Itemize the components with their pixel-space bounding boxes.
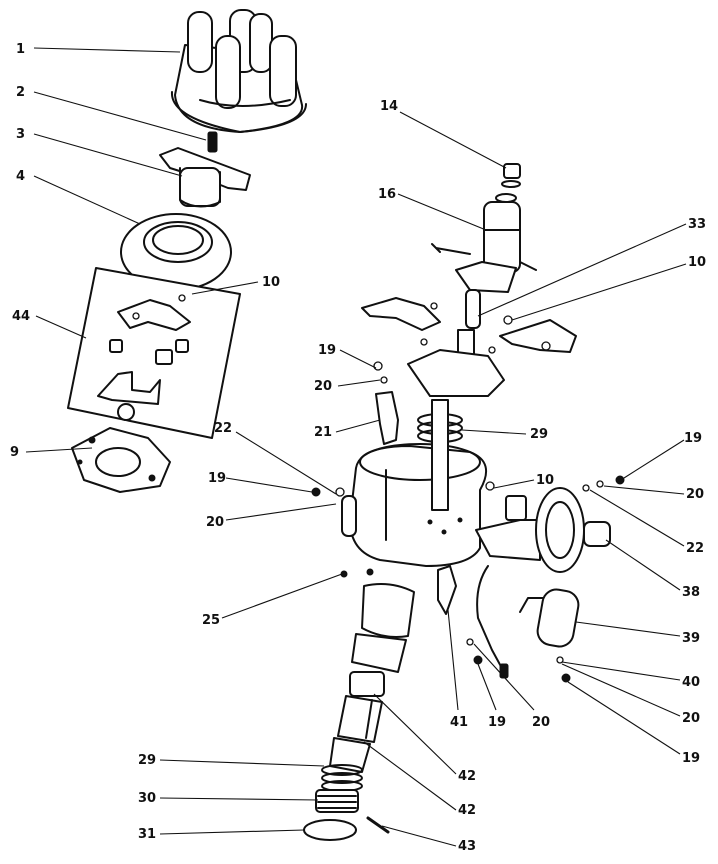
callout-19b: 19 [208,471,226,486]
leader-20e [473,643,535,711]
callout-21: 21 [314,425,332,440]
part-nut [501,163,521,188]
callout-41: 41 [450,715,468,730]
callout-10c: 10 [536,473,554,488]
part-pin [366,816,390,834]
leader-19d [567,681,681,755]
leader-31 [159,829,305,835]
leader-29b [159,759,325,767]
part-distributor-cap [170,9,307,133]
callout-33: 33 [688,217,706,232]
callout-20a: 20 [314,379,332,394]
leader-30 [159,797,319,801]
leader-19b [225,477,313,493]
part-carbon-brush [207,131,218,153]
leader-22a [235,431,337,495]
callout-43: 43 [458,839,476,854]
callout-1: 1 [16,42,25,57]
part-condenser [476,565,580,683]
leader-44 [35,315,87,339]
leader-43 [381,825,457,847]
callout-19c: 19 [684,431,702,446]
leader-25 [221,573,343,619]
callout-3: 3 [16,127,25,142]
callout-38: 38 [682,585,700,600]
part-weight-base [407,338,505,397]
callout-14: 14 [380,99,398,114]
leader-16 [397,193,487,231]
callout-20b: 20 [206,515,224,530]
leader-10b [511,263,687,321]
callout-29a: 29 [530,427,548,442]
leader-29a [461,429,527,435]
part-breaker-plate [71,427,171,493]
part-contact-set-panel [67,267,241,439]
part-distributor-body [311,399,495,567]
part-lower-shaft [329,568,415,773]
leader-14 [399,111,507,169]
callout-31: 31 [138,827,156,842]
callout-10b: 10 [688,255,706,270]
leader-19c [623,439,685,479]
part-clip [373,361,399,445]
callout-19a: 19 [318,343,336,358]
leader-42b [363,741,457,811]
leader-42a [373,693,457,775]
leader-3 [33,133,183,177]
leader-39 [575,621,681,637]
callout-20d: 20 [682,711,700,726]
part-vacuum-unit [475,475,625,573]
callout-10a: 10 [262,275,280,290]
leader-2 [33,91,207,141]
callout-19e: 19 [488,715,506,730]
callout-29b: 29 [138,753,156,768]
leader-20c [603,485,685,495]
callout-30: 30 [138,791,156,806]
leader-10a [191,281,259,295]
leader-19a [339,349,377,369]
part-drive-gear [315,789,359,813]
leader-19e [477,663,497,711]
leader-lines [25,47,687,847]
leader-40 [561,661,681,681]
leader-20b [225,503,337,521]
leader-33 [477,223,687,317]
part-cam-assembly [431,193,537,293]
leader-38 [605,539,681,591]
callout-40: 40 [682,675,700,690]
callout-25: 25 [202,613,220,628]
callout-20c: 20 [686,487,704,502]
leader-20d [561,663,681,717]
callout-22a: 22 [214,421,232,436]
callout-42a: 42 [458,769,476,784]
leader-9 [25,447,93,453]
callout-42b: 42 [458,803,476,818]
callout-39: 39 [682,631,700,646]
callout-20e: 20 [532,715,550,730]
leader-1 [33,47,181,53]
leader-20a [337,379,381,387]
leader-22b [589,489,685,547]
leader-21 [335,419,381,433]
part-terminal [437,565,483,665]
callout-44: 44 [12,309,30,324]
part-washer [303,819,357,841]
leader-41 [447,609,459,711]
callout-9: 9 [10,445,19,460]
callout-16: 16 [378,187,396,202]
part-advance-weights [361,297,577,353]
leader-10c [493,479,535,489]
part-dust-cover [120,213,232,291]
callout-4: 4 [16,169,25,184]
part-rotor [159,147,251,208]
callout-22b: 22 [686,541,704,556]
callout-19d: 19 [682,751,700,766]
callout-labels: 1 2 3 4 10 44 9 14 16 33 10 19 20 21 29 … [10,42,706,854]
callout-2: 2 [16,85,25,100]
leader-4 [33,175,141,225]
